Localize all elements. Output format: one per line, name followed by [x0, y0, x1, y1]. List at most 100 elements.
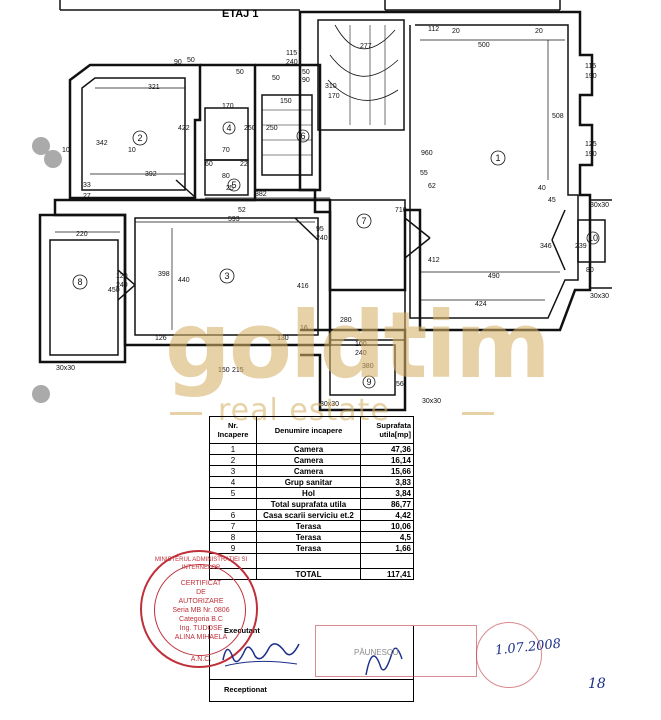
room-label-4: 4	[226, 123, 231, 133]
room-name-cell: Total suprafata utila	[256, 498, 361, 510]
round-stamp	[476, 622, 542, 688]
dimension-label: 60	[205, 161, 213, 168]
dimension-label: 20	[452, 28, 460, 35]
receptionat-box: Receptionat	[209, 680, 414, 702]
dimension-label: 30x30	[422, 398, 441, 405]
dimension-label: 115	[286, 50, 297, 57]
dimension-label: 40	[538, 185, 546, 192]
room-number-cell: 2	[209, 454, 257, 466]
room-label-2: 2	[137, 133, 142, 143]
dimension-label: 100	[355, 341, 367, 348]
dimension-label: 20	[535, 28, 543, 35]
floor-title: ETAJ 1	[222, 8, 259, 20]
dimension-label: 239	[575, 243, 587, 250]
room-name-cell: Camera	[256, 465, 361, 477]
receptionat-label: Receptionat	[224, 685, 267, 694]
room-label-8: 8	[77, 277, 82, 287]
dimension-label: 342	[96, 140, 108, 147]
dimension-label: 16	[300, 325, 308, 332]
dimension-label: 170	[328, 93, 340, 100]
header-name: Denumire incapere	[256, 416, 361, 444]
dimension-label: 95	[316, 226, 324, 233]
dimension-label: 321	[148, 84, 160, 91]
watermark-rule-right	[462, 412, 494, 415]
dimension-label: 508	[552, 113, 564, 120]
watermark-rule-left	[170, 412, 202, 415]
dimension-label: 33	[83, 182, 91, 189]
dimension-label: 440	[178, 277, 190, 284]
dimension-label: 240	[286, 59, 298, 66]
dimension-label: 50	[302, 69, 310, 76]
dimension-label: 280	[340, 317, 352, 324]
signature	[222, 643, 300, 667]
dimension-label: 240	[355, 350, 367, 357]
total-value: 117,41	[360, 568, 414, 580]
area-legend-table: Nr. Incapere Denumire incapere Suprafata…	[209, 416, 414, 580]
room-number-cell: 8	[209, 531, 257, 543]
dimension-label: 150	[280, 98, 292, 105]
dimension-label: 80	[586, 267, 594, 274]
room-number-cell: 1	[209, 443, 257, 455]
room-area-cell: 4,5	[360, 531, 414, 543]
authorization-stamp: MINISTERUL ADMINISTRATIEI SI INTERNELOR …	[140, 550, 258, 668]
second-stamp: PĂUNESCU	[315, 625, 477, 677]
room-label-7: 7	[361, 216, 366, 226]
dimension-label: 115	[585, 63, 596, 70]
stamp-line4: Seria MB Nr. 0806	[172, 607, 230, 614]
room-number-cell: 3	[209, 465, 257, 477]
total-label: TOTAL	[256, 568, 361, 580]
room-name-cell: Camera	[256, 454, 361, 466]
stamp-line5: Categoria B.C	[179, 616, 223, 623]
room-name-cell: Terasa	[256, 531, 361, 543]
stamp-line6: Ing. TUDOSE	[179, 625, 223, 632]
dimension-label: 80	[222, 173, 230, 180]
room-name-cell: Terasa	[256, 542, 361, 554]
dimension-label: 240	[116, 282, 128, 289]
dimension-label: 416	[297, 283, 309, 290]
room-name-cell: Terasa	[256, 520, 361, 532]
room-area-cell: 86,77	[360, 498, 414, 510]
room-name-cell: Camera	[256, 443, 361, 455]
dimension-label: 90	[302, 77, 310, 84]
dimension-label: 240	[316, 235, 328, 242]
dimension-label: 50	[236, 69, 244, 76]
dimension-label: 30x30	[590, 293, 609, 300]
stamp-ring: MINISTERUL ADMINISTRATIEI SI INTERNELOR	[154, 557, 248, 571]
dimension-label: 170	[222, 103, 234, 110]
room-label-6: 6	[300, 131, 305, 141]
stamp-line2: DE	[196, 589, 206, 596]
dimension-label: 392	[145, 171, 157, 178]
dimension-label: 593	[228, 216, 240, 223]
room-area-cell: 47,36	[360, 443, 414, 455]
room-area-cell: 3,84	[360, 487, 414, 499]
second-stamp-text: PĂUNESCU	[354, 648, 399, 657]
table-header-row: Nr. Incapere Denumire incapere Suprafata…	[209, 416, 414, 444]
room-area-cell: 16,14	[360, 454, 414, 466]
dimension-label: 10	[128, 147, 136, 154]
room-number-cell: 7	[209, 520, 257, 532]
room-label-10: 10	[588, 233, 598, 243]
dimension-label: 422	[178, 125, 190, 132]
room-area-cell: 4,42	[360, 509, 414, 521]
dimension-label: 220	[76, 231, 88, 238]
dimension-label: 150	[218, 367, 230, 374]
handwritten-page-number: 18	[588, 676, 606, 692]
dimension-label: 120	[116, 273, 128, 280]
dimension-label: 56	[396, 381, 404, 388]
dimension-label: 130	[277, 335, 289, 342]
dimension-label: 30x30	[320, 401, 339, 408]
room-label-1: 1	[495, 153, 500, 163]
room-area-cell: 3,83	[360, 476, 414, 488]
dimension-label: 50	[272, 75, 280, 82]
dimension-label: 346	[540, 243, 552, 250]
dimension-label: 382	[255, 191, 267, 198]
